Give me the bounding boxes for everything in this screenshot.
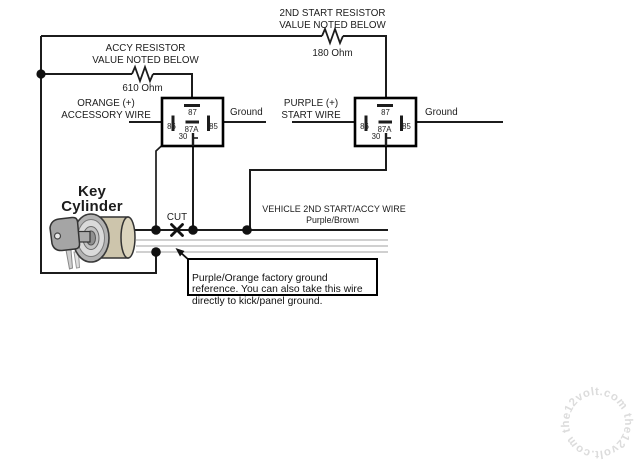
junction-dots (36, 69, 252, 257)
start-relay-ground-label: Ground (425, 107, 458, 118)
accessory-relay-pin-85: 85 (209, 122, 218, 131)
accessory-relay-box (160, 96, 225, 148)
watermark-text: the12volt.com (562, 411, 640, 465)
key-cylinder-icon (49, 213, 136, 270)
start-relay-pin-85: 85 (402, 122, 411, 131)
start-relay-pin-87: 87 (381, 108, 390, 117)
vehicle-wire-label: VEHICLE 2ND START/ACCY WIRE (262, 204, 406, 214)
accessory-relay-input-label: ORANGE (+) ACCESSORY WIRE (61, 98, 151, 121)
start-relay-box (353, 96, 418, 148)
accy-resistor-label: ACCY RESISTOR VALUE NOTED BELOW (92, 43, 199, 66)
cut-label: CUT (166, 212, 188, 223)
accy-resistor-symbol (131, 64, 154, 84)
ground-note-text: Purple/Orange factory ground reference. … (192, 272, 363, 308)
second-start-resistor-symbol (321, 26, 344, 46)
vehicle-wire-color: Purple/Brown (306, 214, 359, 225)
accessory-relay-ground-label: Ground (230, 107, 263, 118)
ground-note-box: Purple/Orange factory ground reference. … (187, 258, 378, 307)
watermark-icon: the12volt.com the12volt.com (550, 376, 640, 465)
start-relay-pin-87a: 87A (377, 124, 392, 134)
accessory-relay-pin-86: 86 (167, 122, 176, 131)
second-start-resistor-label: 2ND START RESISTOR VALUE NOTED BELOW (279, 8, 386, 31)
cut-x-icon (170, 223, 184, 237)
second-start-resistor-value: 180 Ohm (312, 48, 353, 59)
start-relay-input-label: PURPLE (+) START WIRE (281, 98, 341, 121)
factory-bus-wires (136, 239, 388, 253)
svg-text:the12volt.com the12vol: the12volt.com the12volt.com (550, 376, 640, 465)
start-relay-pin-30: 30 (371, 131, 381, 141)
accessory-relay-pin-30: 30 (178, 131, 188, 141)
watermark-text: the12volt.com (550, 376, 632, 434)
accy-resistor-value: 610 Ohm (122, 83, 163, 94)
accessory-relay-pin-87a: 87A (184, 124, 199, 134)
accessory-relay-pin-87: 87 (188, 108, 197, 117)
key-cylinder-label: Key Cylinder (61, 183, 123, 215)
start-relay-pin-86: 86 (360, 122, 369, 131)
